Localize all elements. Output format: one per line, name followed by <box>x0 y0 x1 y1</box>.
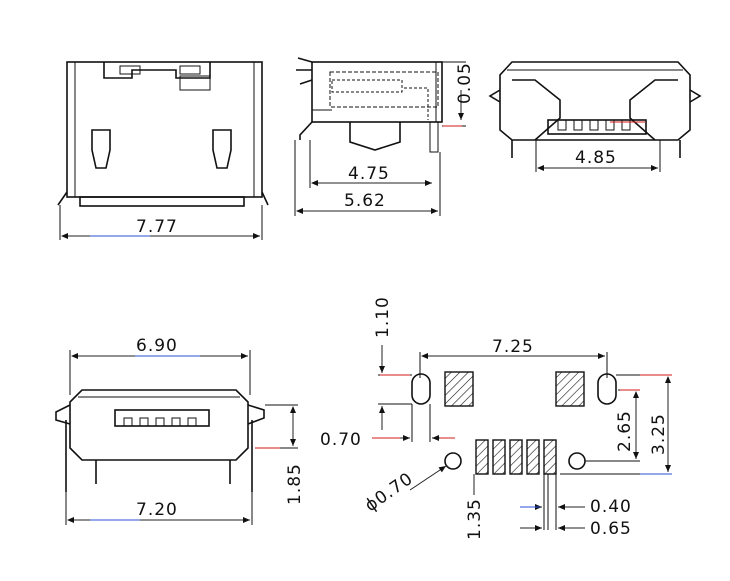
footprint-span-label: 7.25 <box>492 337 534 357</box>
footprint-vertical-a-label: 2.65 <box>615 410 635 452</box>
front-view: 4.85 <box>488 61 702 172</box>
footprint-vertical-b-label: 3.25 <box>649 413 669 455</box>
top-view-width-label: 7.77 <box>136 217 178 237</box>
side-view: 0.05 4.75 5.62 <box>294 57 475 216</box>
footprint-pad-width-label: 0.65 <box>590 519 632 539</box>
rear-view-base-width-label: 7.20 <box>136 500 178 520</box>
front-view-opening-label: 4.85 <box>575 148 617 168</box>
footprint-slot-width-label: 0.70 <box>320 430 362 450</box>
footprint-row-offset-label: 1.35 <box>465 498 485 540</box>
footprint-pitch-label: 0.40 <box>590 497 632 517</box>
side-view-inner-length-label: 4.75 <box>348 164 390 184</box>
footprint-hole-label: ϕ0.70 <box>361 469 417 516</box>
footprint-slot-height-label: 1.10 <box>373 296 393 338</box>
rear-view-height-label: 1.85 <box>285 463 305 505</box>
side-view-outer-length-label: 5.62 <box>344 191 386 211</box>
footprint-view: 7.25 1.10 0.70 ϕ0.70 <box>320 296 672 540</box>
top-view: 7.77 <box>57 61 269 240</box>
rear-view: 6.90 1.85 7.20 <box>55 336 305 525</box>
rear-view-top-width-label: 6.90 <box>136 336 178 356</box>
side-view-offset-label: 0.05 <box>455 62 475 104</box>
